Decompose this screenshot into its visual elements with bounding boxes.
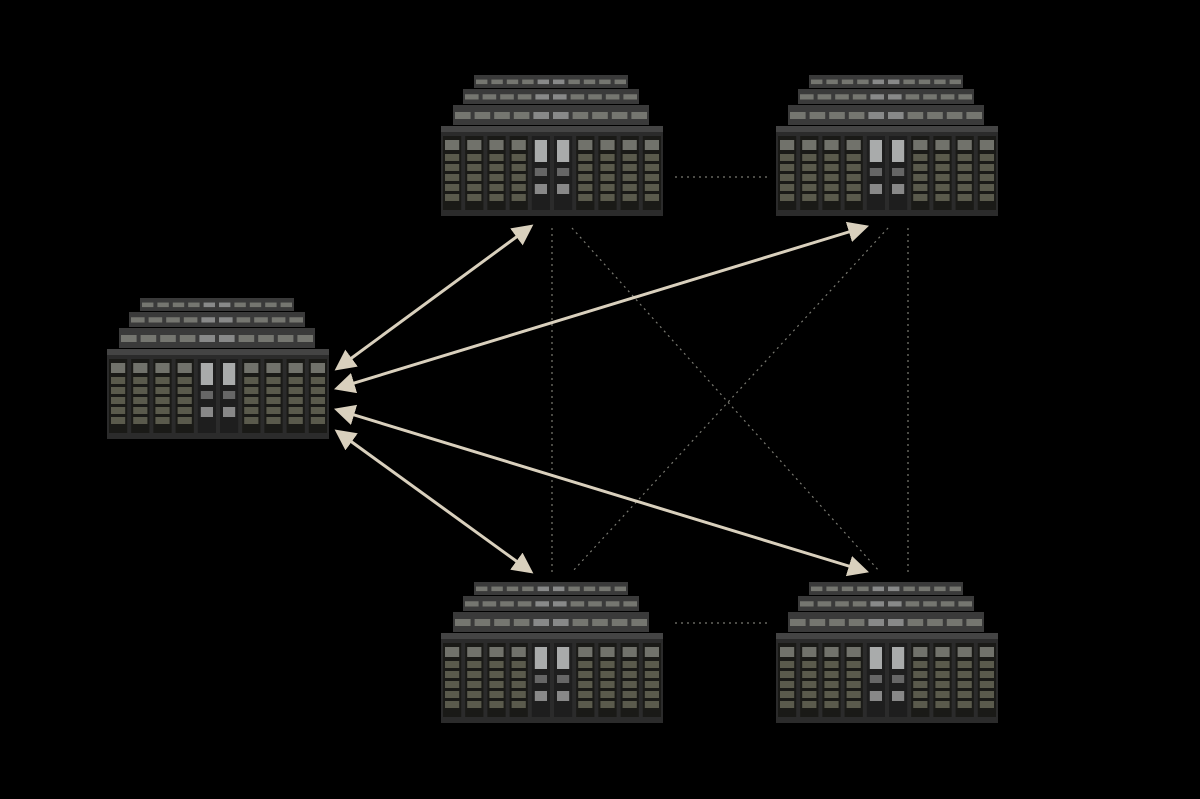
dotted-link-top-left-bottom-right — [571, 227, 881, 573]
arrow-source-top-right — [333, 221, 870, 394]
dotted-links — [551, 176, 909, 624]
server-cluster-icon — [107, 298, 329, 439]
server-nodes — [107, 75, 998, 723]
arrows — [333, 221, 870, 577]
server-cluster-icon — [776, 582, 998, 723]
arrow-source-top-left — [334, 224, 534, 371]
arrow-source-bottom-left — [334, 429, 534, 574]
server-cluster-icon — [441, 75, 663, 216]
dotted-link-top-right-bottom-left — [571, 227, 889, 573]
server-cluster-icon — [776, 75, 998, 216]
server-cluster-icon — [441, 582, 663, 723]
